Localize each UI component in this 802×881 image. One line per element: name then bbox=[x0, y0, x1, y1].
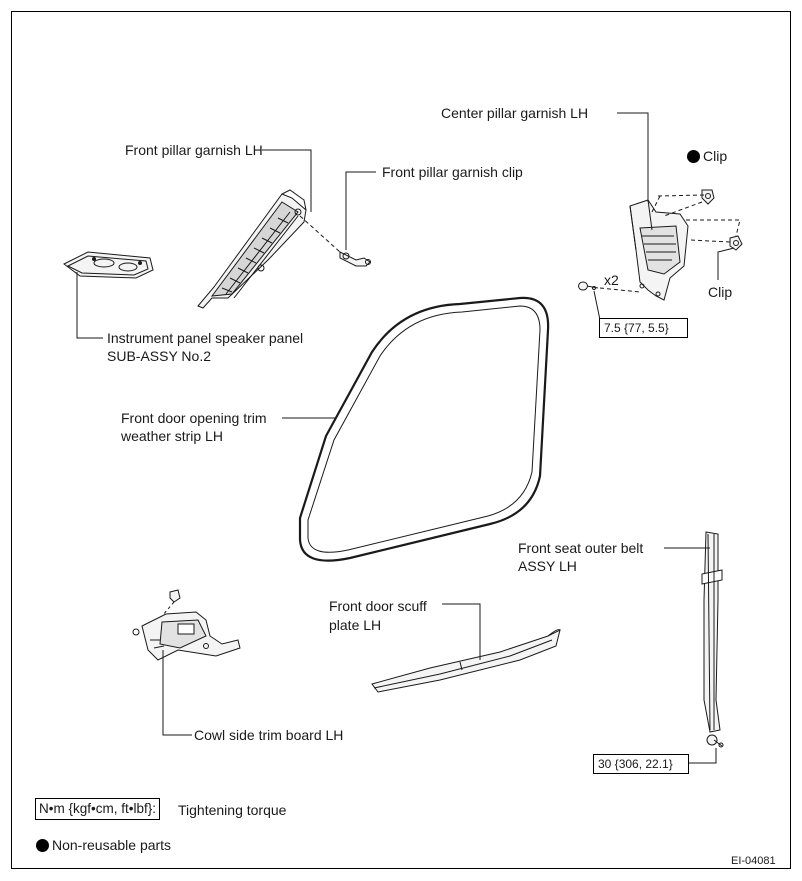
center-pillar-clip-lower bbox=[729, 235, 743, 251]
clip-lower-leader bbox=[717, 247, 735, 280]
diagram-frame bbox=[11, 11, 791, 869]
center-pillar-torque-box: 7.5 {77, 5.5} bbox=[599, 318, 688, 338]
weather-strip-part bbox=[298, 296, 550, 562]
center-pillar-leader bbox=[617, 112, 649, 202]
front-pillar-garnish-clip-label: Front pillar garnish clip bbox=[382, 164, 523, 180]
scuff-plate-part bbox=[371, 629, 561, 693]
seat-belt-label-line2: ASSY LH bbox=[518, 558, 577, 574]
seat-belt-label-line1: Front seat outer belt bbox=[518, 540, 644, 556]
front-pillar-clip-leader bbox=[345, 171, 376, 250]
seat-belt-torque-box: 30 {306, 22.1} bbox=[593, 754, 689, 774]
weather-strip-label-line1: Front door opening trim bbox=[121, 410, 267, 426]
front-pillar-garnish-leader bbox=[262, 149, 312, 212]
nonreusable-legend-text: Non-reusable parts bbox=[52, 837, 172, 853]
nonreusable-legend: Non-reusable parts bbox=[36, 836, 171, 854]
center-pillar-bolt bbox=[578, 281, 599, 291]
front-pillar-garnish-label: Front pillar garnish LH bbox=[125, 142, 263, 158]
scuff-plate-label-line1: Front door scuff bbox=[329, 598, 427, 614]
torque-legend-text: Tightening torque bbox=[178, 802, 287, 818]
clip-lower-dash bbox=[686, 219, 741, 243]
nonreusable-legend-dot-icon bbox=[36, 839, 49, 852]
speaker-panel-leader bbox=[76, 272, 103, 339]
clip-upper-dash bbox=[651, 194, 705, 217]
front-pillar-garnish-part bbox=[197, 189, 307, 309]
cowl-side-trim-clip bbox=[169, 589, 181, 603]
weather-strip-label-line2: weather strip LH bbox=[121, 428, 223, 444]
front-pillar-clip-dash bbox=[299, 215, 341, 253]
clip-label-text: Clip bbox=[703, 148, 728, 164]
center-pillar-garnish-part bbox=[629, 199, 689, 301]
front-pillar-garnish-clip-part bbox=[339, 251, 371, 267]
clip-nonreusable-label: Clip bbox=[687, 147, 727, 165]
scuff-plate-label-line2: plate LH bbox=[329, 617, 382, 633]
cowl-side-trim-leader bbox=[162, 650, 192, 736]
center-pillar-clip-upper bbox=[701, 189, 715, 205]
cowl-side-trim-label: Cowl side trim board LH bbox=[194, 727, 344, 743]
speaker-panel-part bbox=[63, 251, 154, 279]
quantity-x2-label: x2 bbox=[604, 272, 619, 288]
cowl-side-trim-part bbox=[132, 611, 241, 661]
clip-label: Clip bbox=[708, 284, 733, 300]
scuff-plate-leader bbox=[442, 603, 481, 660]
bolt-torque-leader bbox=[593, 290, 601, 321]
torque-unit-legend-box: N•m {kgf•cm, ft•lbf}: bbox=[35, 798, 160, 820]
speaker-panel-label-line2: SUB-ASSY No.2 bbox=[107, 348, 212, 364]
speaker-panel-label-line1: Instrument panel speaker panel bbox=[107, 330, 304, 346]
nonreusable-dot-icon bbox=[687, 150, 700, 163]
center-pillar-garnish-label: Center pillar garnish LH bbox=[441, 105, 589, 121]
seat-belt-torque-leader bbox=[688, 748, 717, 764]
seat-belt-part bbox=[701, 531, 724, 748]
figure-id: EI-04081 bbox=[731, 855, 776, 867]
